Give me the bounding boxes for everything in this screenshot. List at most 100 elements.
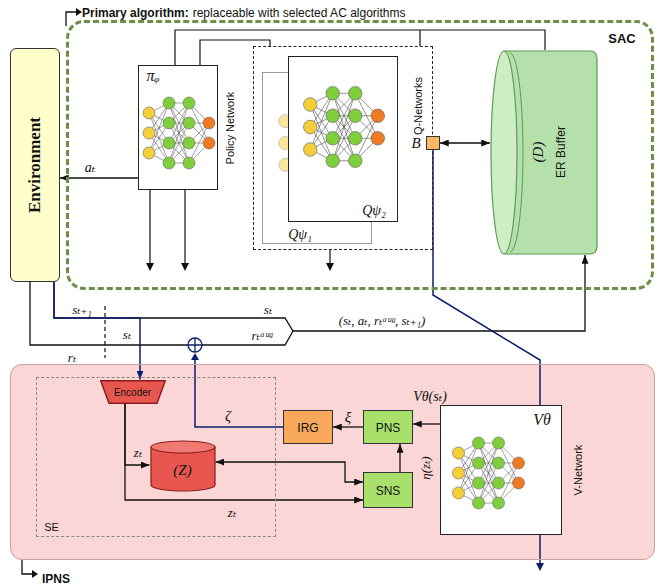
buffer-label: ER Buffer [555,126,568,178]
text-holder: Primary algorithm: [82,3,189,21]
text-holder: rₜᵃᵘᵍ [252,326,273,344]
ipns-ground [10,364,655,560]
connector [216,462,364,482]
connector [399,444,400,472]
edge-label: Vθ(sₜ) [413,389,447,404]
process-box: IRG [283,410,333,444]
signal-name: ζ [225,408,231,425]
text-holder: V-Network [568,445,586,496]
connector [440,142,490,143]
arrow-head [536,563,544,571]
text-holder: Vθ [533,411,551,429]
ipns-region: Encoder(Z)SEIRGPNSSNSVθV-NetworkIPNS [10,364,655,560]
network-label: Q-Networks [412,77,424,135]
arrow-head [146,263,154,271]
text-holder: Q-Networks [408,77,426,135]
text-holder: ER Buffer [551,126,569,178]
connector [54,255,585,331]
callout-arrow [22,560,32,574]
sac-region: πᵩPolicy NetworkQψ₁Qψ₂Q-Networks(D)ER Bu… [66,20,654,290]
math-symbol: (D) [530,142,547,163]
text-holder: Policy Network [220,92,238,165]
text-holder: zₜ [134,443,142,461]
text-holder: IPNS [42,569,70,587]
text-holder: (sₜ, aₜ, rₜᵃᵘᵍ, sₜ₊₁) [339,311,426,329]
text-holder: Qψ₂ [362,201,386,219]
bonus-line [195,359,283,427]
edge-label: zₜ [228,506,236,520]
process-box: PNS [363,410,413,444]
text-holder: SNS [376,481,401,499]
connector [413,423,440,424]
connector [125,404,363,501]
math-symbol: Qψ₂ [362,203,386,218]
encoder: Encoder [100,380,166,404]
text-holder: sₜ [123,325,131,343]
text-holder: ξ [345,408,351,426]
text-holder: SE [44,517,59,535]
text-holder: zₜ [228,503,236,521]
q-networks-group: Qψ₁ Qψ₂ Q-Networks [253,46,433,250]
connector [125,404,150,466]
arrow-head [326,263,334,271]
box-label: PNS [376,422,401,435]
box-label: Environment [25,116,44,212]
text-holder: η(zₜ) [416,456,434,479]
network-label: Policy Network [224,92,236,165]
network-label: V-Network [572,445,584,496]
callout-text: replaceable with selected AC algorithms [193,7,406,20]
sum-symbol [188,338,202,352]
math-symbol: Qψ₁ [288,227,312,242]
text-holder: Qψ₁ [288,225,312,243]
text-holder: πᵩ [147,67,160,85]
text-holder: PNS [376,418,401,436]
text-holder: ζ [225,407,231,425]
text-holder: (D) [529,142,547,163]
text-holder: Environment [25,116,44,212]
latent-store: (Z) [150,440,216,492]
text-holder: sₜ [264,300,272,318]
connector [333,426,363,427]
text-holder: replaceable with selected AC algorithms [193,3,406,21]
arrow-head [181,263,189,271]
process-box: SNS [363,472,413,508]
text-holder: Encoder [114,382,151,400]
text-holder: Vθ(sₜ) [413,387,447,405]
box-label: IRG [297,422,318,435]
math-symbol: πᵩ [147,67,160,85]
edge-label: (sₜ, aₜ, rₜᵃᵘᵍ, sₜ₊₁) [339,314,426,328]
text-holder: (Z) [173,461,191,479]
edge-label: ξ [345,409,351,426]
arrow-head [191,353,199,360]
text-holder: B [411,134,420,152]
er-buffer: (D) ER Buffer [490,50,598,255]
split-line [104,306,105,358]
reward-line [30,282,293,345]
signal-name: rₜᵃᵘᵍ [252,329,273,343]
connector [60,177,138,178]
text-holder: SAC [608,29,635,47]
arrow-head [32,570,38,578]
signal-name: sₜ₊₁ [72,303,92,317]
text-holder: aₜ [85,158,95,176]
math-symbol: (Z) [173,462,191,479]
arrow-head [76,8,82,16]
se-group: Encoder (Z) SE [36,377,276,537]
box-label: Encoder [114,387,151,398]
callout-title: Primary algorithm: [82,7,189,20]
text-holder: sₜ₊₁ [72,300,92,318]
math-symbol: B [411,135,420,152]
math-symbol: Vθ [533,411,551,429]
box-label: SNS [376,485,401,498]
region-title: IPNS [42,573,70,586]
batch-box: B [426,136,440,150]
edge-label: aₜ [85,160,95,175]
edge-label: η(zₜ) [419,456,433,479]
signal-name: sₜ [264,303,272,317]
edge-label: zₜ [134,446,142,460]
policy-network: πᵩPolicy Network [138,65,218,190]
edge-label: sₜ [123,328,131,342]
callout-arrow [66,12,76,26]
v-network: VθV-Network [440,405,562,535]
environment-box: Environment [10,48,60,282]
